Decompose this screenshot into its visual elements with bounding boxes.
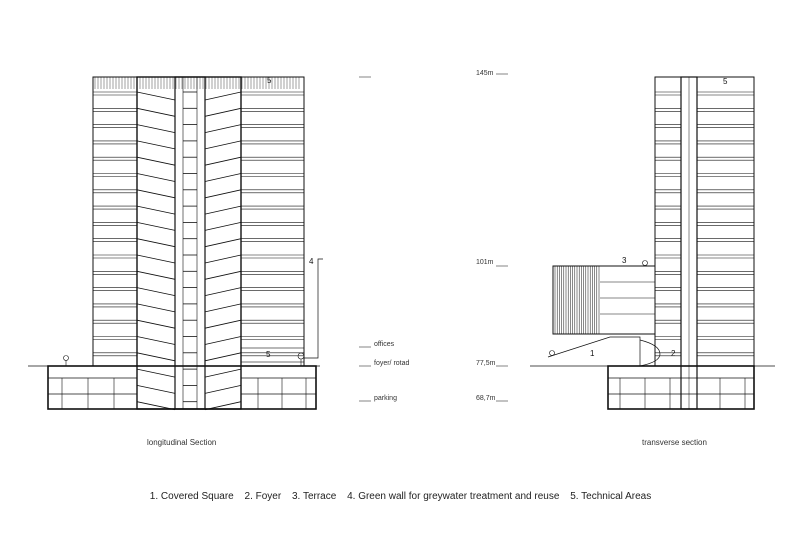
stair-flight bbox=[204, 173, 242, 182]
stair-flight bbox=[136, 254, 176, 264]
transverse-section bbox=[530, 76, 775, 410]
stair-flight bbox=[136, 124, 176, 133]
stair-flight bbox=[204, 336, 242, 345]
stair-flight bbox=[204, 107, 242, 117]
stair-flight bbox=[204, 222, 242, 231]
stair-flight bbox=[204, 303, 242, 313]
stair-flight bbox=[136, 107, 176, 117]
stair-flight bbox=[136, 303, 176, 313]
zone-offices: offices bbox=[374, 341, 395, 348]
stair-flight bbox=[136, 238, 176, 248]
legend: 1. Covered Square 2. Foyer 3. Terrace 4.… bbox=[0, 491, 801, 502]
zone-parking: parking bbox=[374, 395, 397, 402]
stair-flight bbox=[136, 156, 176, 166]
stair-flight bbox=[204, 385, 242, 394]
stair-flight bbox=[136, 336, 176, 345]
stair-flight bbox=[204, 124, 242, 133]
stair-flight bbox=[204, 140, 242, 150]
legend-item-5: 5. Technical Areas bbox=[570, 491, 652, 502]
stair-flight bbox=[204, 91, 242, 101]
level-markers bbox=[359, 73, 508, 402]
legend-item-2: 2. Foyer bbox=[244, 491, 282, 502]
stair-flight bbox=[204, 156, 242, 166]
tag-technical-area-bottom: 5 bbox=[266, 350, 271, 359]
stair-flight bbox=[136, 368, 176, 378]
stair-flight bbox=[136, 352, 176, 362]
caption-transverse: transverse section bbox=[642, 438, 707, 447]
level-label-145: 145m bbox=[476, 70, 494, 77]
level-label-101: 101m bbox=[476, 259, 494, 266]
stair-flight bbox=[204, 319, 242, 329]
stair-flight bbox=[204, 189, 242, 199]
stair-flight bbox=[136, 270, 176, 280]
tag-covered-square: 1 bbox=[590, 349, 595, 358]
legend-item-3: 3. Terrace bbox=[291, 491, 337, 502]
tag-terrace: 3 bbox=[622, 256, 627, 265]
stair-flight bbox=[136, 189, 176, 199]
stair-flight bbox=[204, 254, 242, 264]
stair-flight bbox=[204, 270, 242, 280]
tag-technical-area-top: 5 bbox=[267, 76, 272, 85]
stair-flight bbox=[136, 205, 176, 215]
stair-flight bbox=[204, 205, 242, 215]
stair-flight bbox=[136, 173, 176, 182]
tag-technical-area-right: 5 bbox=[723, 77, 728, 86]
longitudinal-section bbox=[28, 76, 323, 411]
stair-flight bbox=[204, 238, 242, 248]
stair-flight bbox=[136, 319, 176, 329]
level-label-775: 77,5m bbox=[476, 360, 496, 367]
legend-item-4: 4. Green wall for greywater treatment an… bbox=[347, 491, 560, 502]
stair-flight bbox=[136, 91, 176, 101]
tag-green-wall: 4 bbox=[309, 257, 314, 266]
stair-flight bbox=[204, 352, 242, 362]
tag-foyer: 2 bbox=[671, 349, 676, 358]
caption-longitudinal: longitudinal Section bbox=[147, 438, 217, 447]
stair-flight bbox=[204, 368, 242, 378]
legend-item-1: 1. Covered Square bbox=[149, 491, 234, 502]
level-label-687: 68,7m bbox=[476, 395, 496, 402]
zone-foyer: foyer/ rotad bbox=[374, 360, 410, 367]
stair-flight bbox=[136, 385, 176, 394]
stair-flight bbox=[204, 287, 242, 296]
stair-flight bbox=[136, 222, 176, 231]
stair-flight bbox=[136, 140, 176, 150]
stair-flight bbox=[136, 287, 176, 296]
